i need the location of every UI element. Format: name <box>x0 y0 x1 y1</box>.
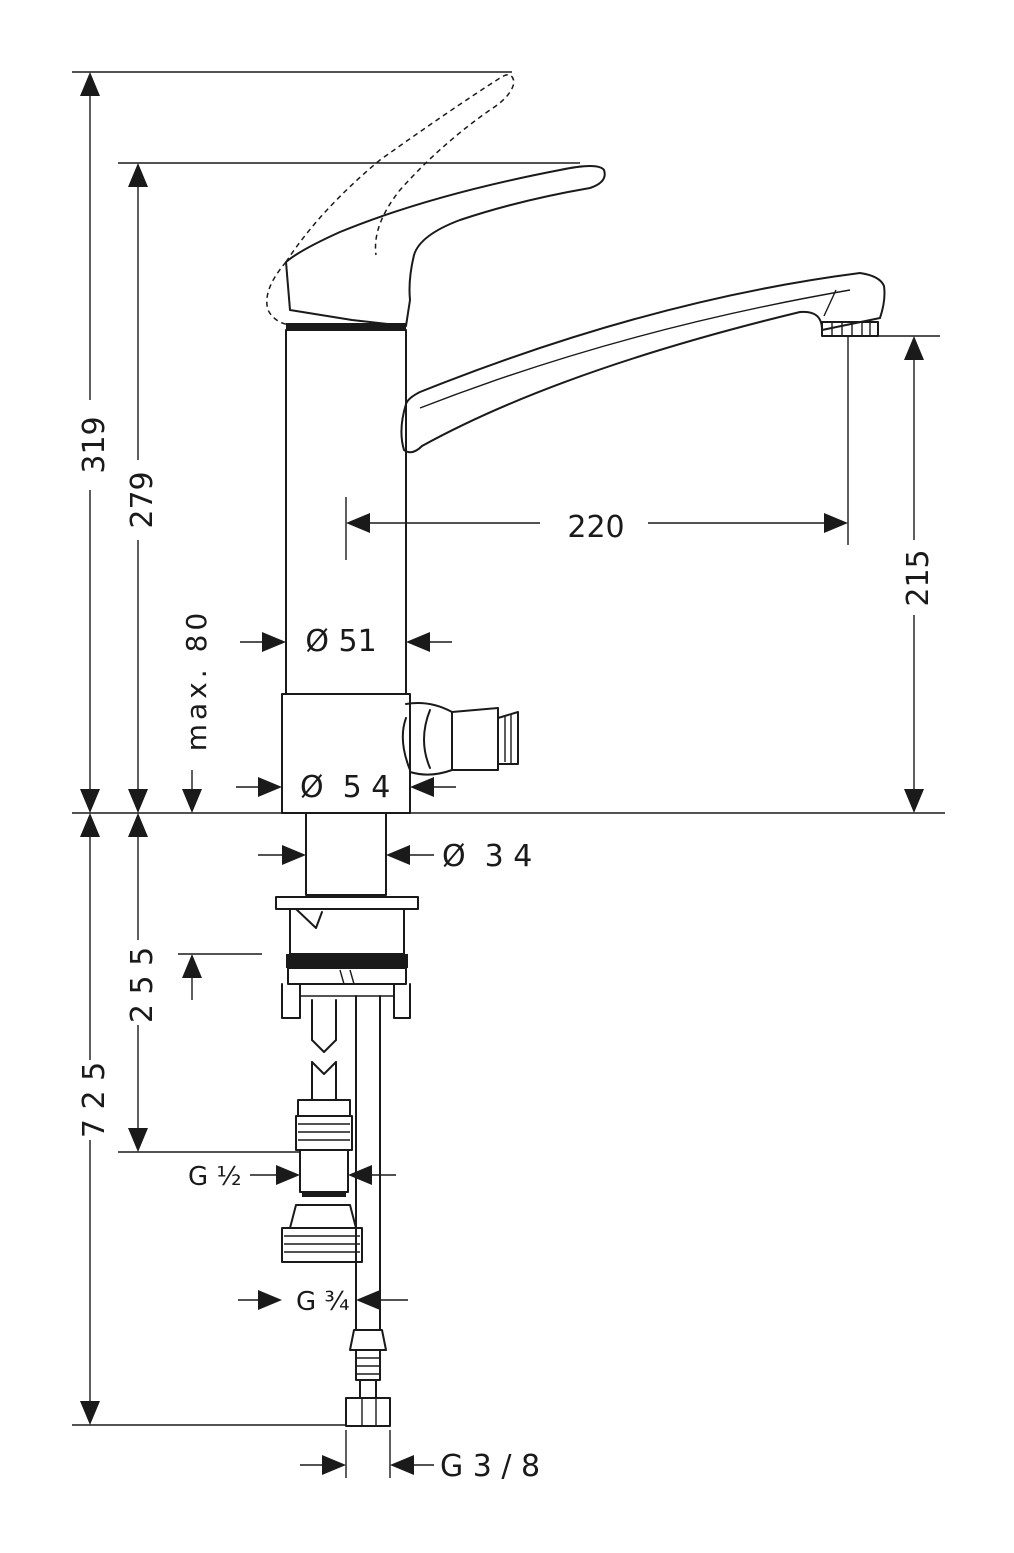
dimension-d51 <box>240 632 452 652</box>
label-255: 2 5 5 <box>125 947 160 1023</box>
dimension-255 <box>128 813 148 1152</box>
label-g-three-eighths: G 3 / 8 <box>440 1449 540 1484</box>
spout <box>400 272 886 454</box>
label-220: 220 <box>567 510 624 545</box>
label-g-half: G ½ <box>188 1162 242 1192</box>
label-d51: Ø 51 <box>305 624 376 659</box>
dimension-319 <box>80 72 100 813</box>
lever-raised-outline <box>266 74 515 327</box>
dimension-725 <box>80 813 100 1425</box>
label-d54: Ø 5 4 <box>300 770 390 805</box>
label-319: 319 <box>77 416 112 473</box>
label-215: 215 <box>901 549 936 606</box>
dimension-d34 <box>258 845 434 865</box>
hoses <box>281 995 391 1427</box>
dimension-215 <box>904 336 924 813</box>
dimension-d54 <box>236 777 456 797</box>
lever-handle <box>285 165 606 327</box>
label-279: 279 <box>125 471 160 528</box>
dimension-279 <box>128 163 148 813</box>
dimension-g-three-eighths <box>300 1430 434 1478</box>
shank-assembly <box>275 812 419 1019</box>
dimension-g-three-quarter <box>238 1290 408 1310</box>
label-max-80: max. 80 <box>180 609 213 751</box>
label-725: 7 2 5 <box>77 1062 112 1138</box>
reference-lines <box>72 71 945 1426</box>
dimension-max-80 <box>182 770 202 1000</box>
dimension-220 <box>346 513 848 533</box>
label-g-three-quarter: G ¾ <box>296 1287 350 1317</box>
label-d34: Ø 3 4 <box>442 839 532 874</box>
dimension-g-half <box>250 1165 396 1185</box>
faucet-body <box>281 323 519 814</box>
